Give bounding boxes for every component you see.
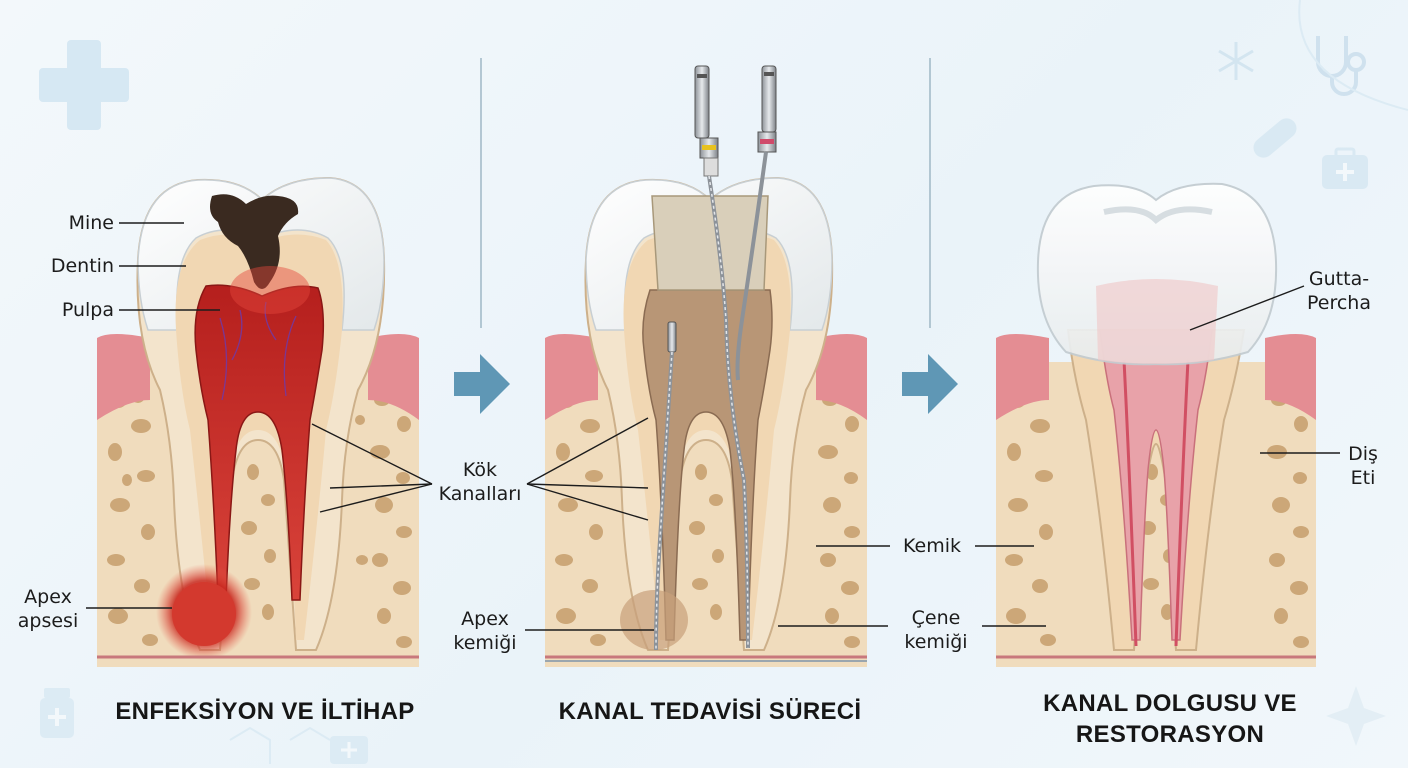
leader-lines [86, 222, 1340, 631]
label-apex-abscess-line1: Apex [24, 586, 72, 608]
crown-groove [1103, 206, 1213, 225]
endodontic-file [735, 65, 777, 381]
arrow-right-icon [902, 354, 958, 414]
arrow-right-icon [454, 354, 510, 414]
root-canal-line [1122, 359, 1190, 647]
panel-title-treatment: KANAL TEDAVİSİ SÜRECİ [558, 698, 862, 725]
caries [210, 194, 299, 289]
label-gutta-percha-line1: Gutta- [1308, 268, 1370, 290]
pill-icon [1253, 118, 1297, 158]
panel-infection [97, 176, 419, 667]
gutta-percha-filling [1099, 329, 1213, 641]
label-apex-bone-line2: kemiği [453, 632, 517, 654]
gum [545, 334, 598, 420]
sparkle-icon [1326, 686, 1386, 746]
stethoscope-icon [1316, 36, 1366, 96]
label-gum-line1: Diş [1348, 443, 1378, 465]
label-root-canals: Kök Kanalları [426, 458, 534, 506]
gum [97, 334, 150, 420]
label-apex-abscess-line2: apsesi [17, 610, 79, 632]
label-gum: Diş Eti [1338, 442, 1388, 490]
enamel [137, 177, 385, 331]
apex-lesion [620, 590, 688, 650]
label-apex-bone-line1: Apex [461, 608, 509, 630]
panel-title-restoration-line1: KANAL DOLGUSU VE [1043, 690, 1297, 717]
access-cavity [651, 195, 769, 291]
label-dentin: Dentin [50, 255, 114, 277]
crown-core [1096, 279, 1218, 364]
endodontic-file [694, 65, 750, 649]
first-aid-kit-icon [1322, 147, 1368, 189]
infection-glow [230, 266, 310, 314]
label-mine: Mine [68, 212, 114, 234]
panel-restoration [996, 182, 1316, 667]
panel-treatment [545, 65, 867, 667]
panel-title-restoration: KANAL DOLGUSU VE RESTORASYON [965, 688, 1375, 750]
label-jaw-bone-line2: kemiği [904, 631, 968, 653]
label-gutta-percha: Gutta- Percha [1296, 267, 1382, 315]
tooth-root [1066, 329, 1246, 651]
gum [996, 334, 1049, 420]
enamel [585, 177, 833, 331]
label-bone: Kemik [903, 535, 961, 557]
first-aid-kit-icon [330, 736, 368, 764]
endodontic-file [654, 321, 677, 651]
label-jaw-bone: Çene kemiği [890, 606, 982, 654]
gum [368, 334, 419, 420]
label-jaw-bone-line1: Çene [911, 607, 961, 629]
gum [816, 334, 867, 420]
decor-curve [1298, 0, 1408, 111]
label-pulpa: Pulpa [61, 299, 114, 321]
panel-title-restoration-line2: RESTORASYON [1075, 721, 1265, 748]
label-gum-line2: Eti [1350, 467, 1376, 489]
label-apex-bone: Apex kemiği [444, 607, 526, 655]
apex-abscess-core [172, 582, 236, 646]
panel-title-infection: ENFEKSİYON VE İLTİHAP [115, 698, 415, 725]
label-root-canals-line2: Kanalları [438, 483, 522, 505]
label-apex-abscess: Apex apsesi [12, 585, 84, 633]
medical-cross-icon [39, 40, 129, 130]
medicine-bottle-icon [40, 688, 74, 738]
pulp-nerves [219, 301, 297, 401]
gum [1265, 334, 1316, 420]
label-root-canals-line1: Kök [462, 459, 498, 481]
label-gutta-percha-line2: Percha [1307, 292, 1371, 314]
decor-hexagons [229, 726, 331, 764]
star-of-life-icon [1218, 42, 1254, 80]
